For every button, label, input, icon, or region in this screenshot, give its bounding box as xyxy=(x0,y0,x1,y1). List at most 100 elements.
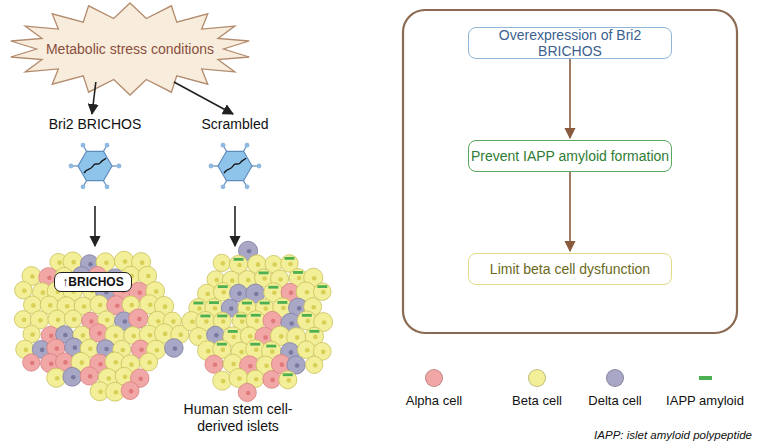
process-box: Overexpression of Bri2 BRICHOS xyxy=(468,27,672,59)
node-text: Bri2 BRICHOS xyxy=(45,116,145,132)
cell-nucleus xyxy=(321,350,326,355)
cell-nucleus xyxy=(49,361,54,366)
cell-nucleus xyxy=(121,348,126,353)
cell-nucleus xyxy=(113,333,118,338)
alpha-cell xyxy=(129,309,148,328)
cell-nucleus xyxy=(254,377,259,382)
cell-nucleus xyxy=(231,335,236,340)
cell-nucleus xyxy=(281,306,286,311)
cell-nucleus xyxy=(104,347,109,352)
cell-nucleus xyxy=(229,306,234,311)
cell-nucleus xyxy=(214,333,219,338)
cell-nucleus xyxy=(272,291,277,296)
legend-swatch xyxy=(699,376,712,380)
cell-nucleus xyxy=(239,350,244,355)
cell-nucleus xyxy=(38,318,43,323)
cell-nucleus xyxy=(129,303,134,308)
cell-nucleus xyxy=(72,317,77,322)
cell-nucleus xyxy=(270,349,275,354)
icon-hexagon xyxy=(218,151,252,180)
upregulation-tag: ↑BRICHOS xyxy=(54,272,132,292)
cell-nucleus xyxy=(122,319,127,324)
cell-nucleus xyxy=(173,346,178,351)
delta-cell xyxy=(165,339,184,358)
cell-nucleus xyxy=(139,347,144,352)
cell-nucleus xyxy=(57,260,62,265)
icon-dot xyxy=(221,184,226,189)
cell-nucleus xyxy=(148,302,153,307)
cell-nucleus xyxy=(231,362,236,367)
cell-nucleus xyxy=(88,262,93,267)
node-text: Overexpression of Bri2 BRICHOS xyxy=(469,27,671,59)
cell-nucleus xyxy=(246,306,251,311)
cell-nucleus xyxy=(297,306,302,311)
summary-panel xyxy=(403,10,737,333)
amyloid-deposit xyxy=(200,315,210,318)
amyloid-deposit xyxy=(242,302,252,305)
cell-nucleus xyxy=(322,320,327,325)
cell-nucleus xyxy=(197,306,202,311)
cell-nucleus xyxy=(71,375,76,380)
cell-nucleus xyxy=(289,350,294,355)
illustration-caption: Human stem cell-derived islets xyxy=(178,401,298,435)
legend-swatch xyxy=(528,369,546,387)
cell-nucleus xyxy=(206,349,211,354)
cell-nucleus xyxy=(98,362,103,367)
cell-nucleus xyxy=(305,348,310,353)
alpha-cell xyxy=(205,355,223,373)
cell-nucleus xyxy=(237,291,242,296)
cell-nucleus xyxy=(305,290,310,295)
node-text: Prevent IAPP amyloid formation xyxy=(471,148,669,164)
cell-nucleus xyxy=(197,335,202,340)
cell-nucleus xyxy=(80,360,85,365)
cell-nucleus xyxy=(306,319,311,324)
cell-nucleus xyxy=(56,318,61,323)
icon-hexagon xyxy=(78,151,112,180)
cell-nucleus xyxy=(97,331,102,336)
cell-nucleus xyxy=(41,290,46,295)
alpha-cell xyxy=(121,382,139,400)
cell-nucleus xyxy=(30,274,35,279)
cell-nucleus xyxy=(289,321,294,326)
icon-chain xyxy=(84,158,106,173)
cell-nucleus xyxy=(246,278,251,283)
cell-nucleus xyxy=(129,389,134,394)
stress-burst: Metabolic stress conditions xyxy=(8,2,252,96)
alpha-cell xyxy=(263,371,281,389)
cell-nucleus xyxy=(123,374,128,379)
node-text: ↑BRICHOS xyxy=(62,275,123,289)
cell-nucleus xyxy=(237,376,242,381)
cell-nucleus xyxy=(138,376,143,381)
amyloid-deposit xyxy=(218,285,228,288)
cell-nucleus xyxy=(190,319,195,324)
cell-nucleus xyxy=(246,391,251,396)
icon-dot xyxy=(117,164,122,169)
cell-nucleus xyxy=(230,278,235,283)
node-text: Scrambled xyxy=(185,116,285,132)
cell-nucleus xyxy=(311,305,316,310)
cell-nucleus xyxy=(88,374,93,379)
legend-text: Delta cell xyxy=(565,393,665,408)
beta-cell xyxy=(213,371,232,390)
delta-cell xyxy=(63,367,82,386)
node-text: Limit beta cell dysfunction xyxy=(490,261,650,277)
cell-nucleus xyxy=(263,335,268,340)
amyloid-deposit xyxy=(217,343,227,346)
cell-nucleus xyxy=(123,259,128,264)
cell-nucleus xyxy=(254,347,259,352)
icon-dot xyxy=(69,164,74,169)
cell-nucleus xyxy=(289,291,294,296)
starburst-outline xyxy=(11,3,249,95)
beta-cell xyxy=(279,371,297,389)
legend-text: Beta cell xyxy=(487,393,587,408)
icon-dot xyxy=(81,143,86,148)
amyloid-deposit xyxy=(266,345,276,348)
cell-nucleus xyxy=(137,290,142,295)
cell-nucleus xyxy=(288,262,293,267)
cell-nucleus xyxy=(204,319,209,324)
cell-nucleus xyxy=(40,348,45,353)
cell-nucleus xyxy=(140,260,145,265)
